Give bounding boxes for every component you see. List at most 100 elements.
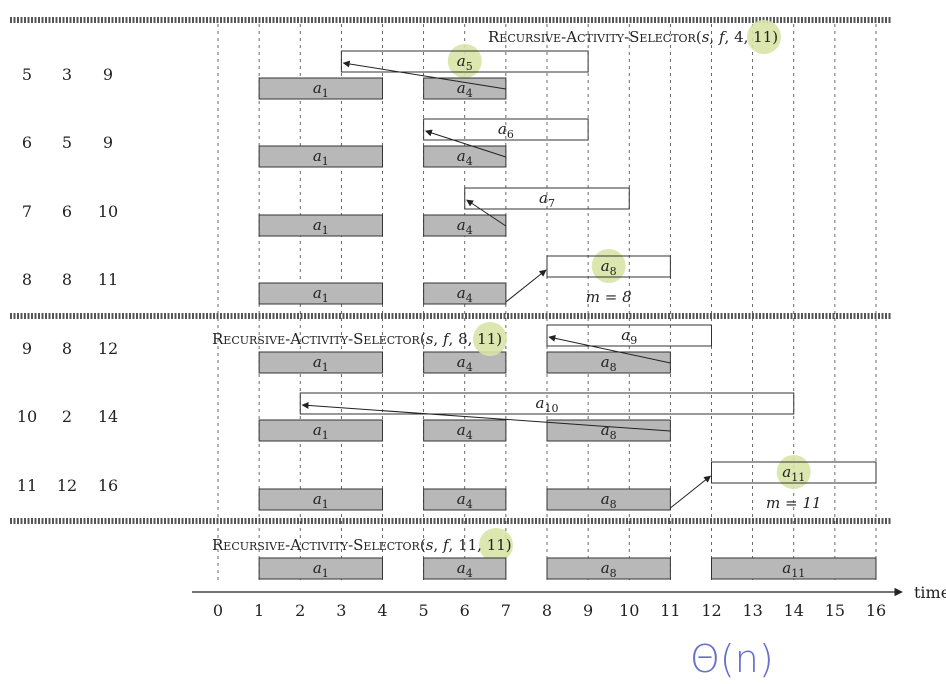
selected-activity-label: a8 xyxy=(601,421,617,442)
axis-tick-label: 14 xyxy=(784,601,804,620)
selected-activity-bar xyxy=(258,488,383,511)
selected-activity-label: a1 xyxy=(313,353,329,374)
argument-highlight xyxy=(747,20,781,54)
selected-activity-label: a1 xyxy=(313,421,329,442)
candidate-activity-label: a9 xyxy=(621,326,637,347)
selected-activity-bar xyxy=(711,557,877,580)
selected-activity-bar xyxy=(258,282,383,305)
selected-activity-label: a8 xyxy=(601,353,617,374)
candidate-activity-label: a5 xyxy=(457,52,473,73)
section-dividers xyxy=(10,17,892,524)
selected-activity-label: a11 xyxy=(782,559,805,580)
axis-tick-label: 6 xyxy=(460,601,470,620)
row-finish-f: 16 xyxy=(98,476,118,495)
axis-tick-label: 12 xyxy=(701,601,721,620)
candidate-activity-bar xyxy=(711,461,877,484)
selected-activity-bar xyxy=(258,77,383,100)
selected-activity-label: a1 xyxy=(313,559,329,580)
recursive-call-caption: RECURSIVE-ACTIVITY-SELECTOR(s, f, 8, 11) xyxy=(212,330,502,348)
axis-label: time xyxy=(914,583,946,602)
row-finish-f: 9 xyxy=(103,133,113,152)
axis-tick-label: 15 xyxy=(825,601,845,620)
selection-arrow xyxy=(505,269,547,303)
candidate-activity-label: a10 xyxy=(536,394,559,415)
row-index-k: 7 xyxy=(22,202,32,221)
selected-activity-label: a4 xyxy=(457,216,473,237)
candidate-activity-bar xyxy=(546,324,712,347)
selected-activity-bar xyxy=(546,557,671,580)
axis-tick-label: 13 xyxy=(742,601,762,620)
row-index-k: 11 xyxy=(17,476,37,495)
selected-activity-label: a1 xyxy=(313,284,329,305)
selected-index-label: m = 8 xyxy=(586,288,632,306)
axis-tick-label: 8 xyxy=(542,601,552,620)
row-finish-f: 10 xyxy=(98,202,118,221)
selected-activity-bar xyxy=(423,351,507,374)
row-start-s: 6 xyxy=(62,202,72,221)
row-start-s: 12 xyxy=(57,476,77,495)
axis-tick-label: 4 xyxy=(377,601,387,620)
row-start-s: 8 xyxy=(62,339,72,358)
recursive-call-caption: RECURSIVE-ACTIVITY-SELECTOR(s, f, 11, 11… xyxy=(212,536,512,554)
handwritten-annotation: Θ(n) xyxy=(690,637,774,681)
selected-activity-label: a4 xyxy=(457,490,473,511)
handwritten-theta-n: Θ(n) xyxy=(690,637,774,681)
selected-activity-label: a4 xyxy=(457,79,473,100)
comparison-arrow xyxy=(301,401,671,432)
selected-activity-label: a4 xyxy=(457,147,473,168)
axis-tick-label: 10 xyxy=(619,601,639,620)
axis-tick-label: 11 xyxy=(660,601,680,620)
candidate-activity-bar xyxy=(299,392,795,415)
row-finish-f: 12 xyxy=(98,339,118,358)
selected-activity-bar xyxy=(423,282,507,305)
selected-activity-label: a1 xyxy=(313,79,329,100)
selected-activity-bar xyxy=(546,488,671,511)
candidate-activity-label: a6 xyxy=(498,120,514,141)
comparison-arrow xyxy=(342,60,506,90)
row-start-s: 2 xyxy=(62,407,72,426)
comparison-arrow xyxy=(548,334,671,364)
axis-tick-label: 9 xyxy=(583,601,593,620)
row-finish-f: 11 xyxy=(98,270,118,289)
axis-tick-label: 3 xyxy=(336,601,346,620)
selected-activity-label: a1 xyxy=(313,490,329,511)
row-index-k: 8 xyxy=(22,270,32,289)
selected-activity-bar xyxy=(258,214,383,237)
argument-highlight xyxy=(473,322,507,356)
row-start-s: 5 xyxy=(62,133,72,152)
comparison-arrow xyxy=(466,199,507,227)
recursive-call-caption: RECURSIVE-ACTIVITY-SELECTOR(s, f, 4, 11) xyxy=(488,28,778,46)
selected-activity-bar xyxy=(258,351,383,374)
selected-activity-bar xyxy=(423,557,507,580)
axis-tick-label: 16 xyxy=(866,601,886,620)
selected-activity-label: a4 xyxy=(457,421,473,442)
selected-activity-label: a8 xyxy=(601,559,617,580)
candidate-activity-bar xyxy=(546,255,671,278)
highlight-circle xyxy=(591,249,626,283)
row-start-s: 3 xyxy=(62,65,72,84)
row-index-k: 9 xyxy=(22,339,32,358)
axis-tick-label: 2 xyxy=(295,601,305,620)
row-index-k: 6 xyxy=(22,133,32,152)
selected-activity-bar xyxy=(258,557,383,580)
selected-activity-label: a8 xyxy=(601,490,617,511)
axis-tick-label: 7 xyxy=(501,601,511,620)
selected-activity-label: a1 xyxy=(313,216,329,237)
axis-tick-label: 1 xyxy=(254,601,264,620)
axis-tick-label: 0 xyxy=(213,601,223,620)
comparison-arrow xyxy=(424,129,507,158)
highlight-circle xyxy=(447,44,482,78)
row-index-k: 10 xyxy=(17,407,37,426)
argument-highlight xyxy=(479,528,513,562)
candidate-activity-bar xyxy=(423,118,589,141)
selected-index-label: m = 11 xyxy=(766,494,821,512)
candidate-activity-bar xyxy=(464,187,630,210)
